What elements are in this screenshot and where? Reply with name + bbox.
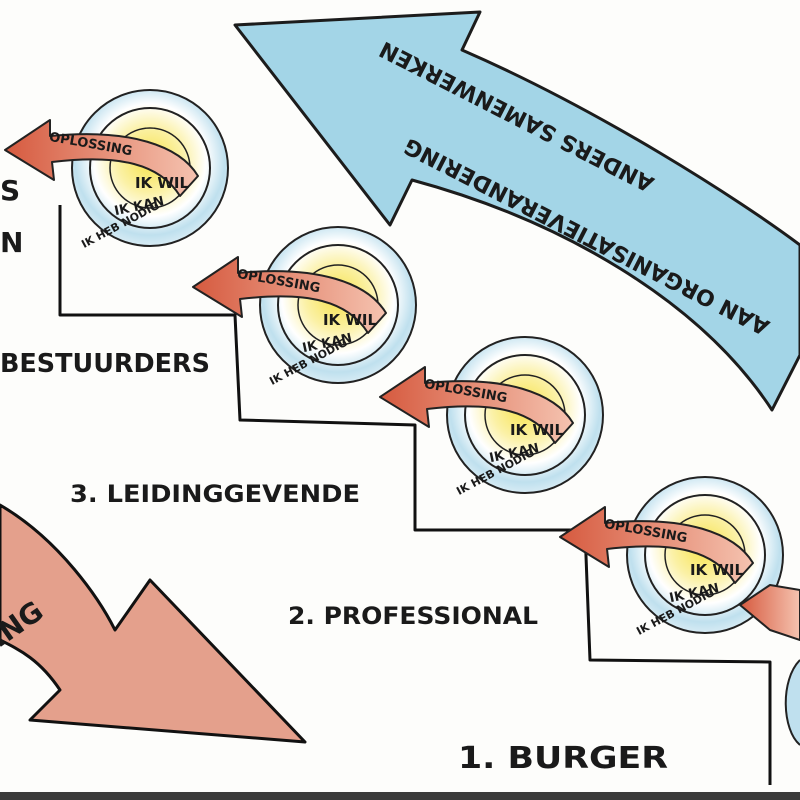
- left-label-partial-1: S: [0, 174, 20, 207]
- left-label-partial-2: N: [0, 226, 23, 259]
- target-4: OPLOSSING IK WIL IK KAN IK HEB NODIG: [559, 476, 784, 638]
- target-1-ring-1: IK WIL: [135, 174, 190, 192]
- stair-outline: [58, 205, 772, 785]
- red-arrow: [0, 503, 307, 744]
- target-2-ring-1: IK WIL: [323, 311, 378, 329]
- step-2-label: 2. PROFESSIONAL: [288, 602, 538, 630]
- step-4-label: BESTUURDERS: [0, 349, 210, 379]
- target-4-ring-1: IK WIL: [690, 561, 745, 579]
- target-2: OPLOSSING IK WIL IK KAN IK HEB NODIG: [192, 226, 417, 388]
- blue-arrow: [233, 10, 800, 412]
- step-1-label: 1. BURGER: [458, 741, 668, 776]
- target-5-arrow-partial: [739, 584, 800, 641]
- target-1: OPLOSSING IK WIL IK KAN IK HEB NODIG: [4, 89, 229, 251]
- target-3: OPLOSSING IK WIL IK KAN IK HEB NODIG: [379, 336, 604, 498]
- target-5-partial: [784, 659, 800, 746]
- step-3-label: 3. LEIDINGGEVENDE: [70, 480, 360, 508]
- target-3-ring-1: IK WIL: [510, 421, 565, 439]
- bottom-edge-bar: [0, 792, 800, 800]
